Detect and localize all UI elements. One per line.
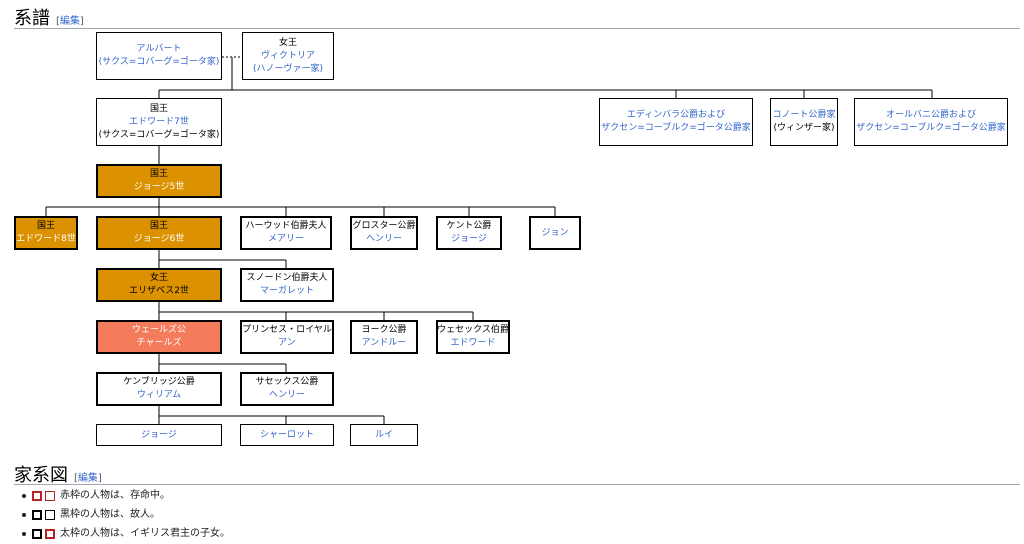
node-george-cambridge[interactable]: ジョージ [96, 424, 222, 446]
thin-red-box-icon [45, 490, 55, 501]
legend-list: 赤枠の人物は、存命中。 黒枠の人物は、故人。 太枠の人物は、イギリス君主の子女。 [22, 486, 230, 543]
section-heading-family-tree: 家系図 [編集] [14, 461, 102, 487]
node-mary[interactable]: ハーウッド伯爵夫人 メアリー [240, 216, 332, 250]
thin-black-box-icon [45, 509, 55, 520]
node-albany[interactable]: オールバニ公爵および ザクセン=コーブルク=ゴータ公爵家 [854, 98, 1008, 146]
node-john[interactable]: ジョン [529, 216, 581, 250]
edit-section-link[interactable]: [編集] [56, 16, 84, 27]
edit-link[interactable]: 編集 [77, 473, 98, 484]
thick-red-box-icon [32, 490, 42, 501]
legend-item-monarch-child: 太枠の人物は、イギリス君主の子女。 [22, 524, 230, 543]
node-albert[interactable]: アルバート (サクス=コバーグ=ゴータ家) [96, 32, 222, 80]
node-connaught[interactable]: コノート公爵家 (ウィンザー家) [770, 98, 838, 146]
bullet-icon [22, 531, 26, 536]
node-george-kent[interactable]: ケント公爵 ジョージ [436, 216, 502, 250]
legend-item-living: 赤枠の人物は、存命中。 [22, 486, 230, 505]
section-title: 家系図 [14, 465, 68, 486]
node-louis[interactable]: ルイ [350, 424, 418, 446]
bullet-icon [22, 512, 26, 517]
thick-red-box-icon [45, 528, 55, 539]
section-title: 系譜 [14, 8, 50, 29]
node-margaret[interactable]: スノードン伯爵夫人 マーガレット [240, 268, 334, 302]
legend-item-deceased: 黒枠の人物は、故人。 [22, 505, 230, 524]
thick-black-box-icon [32, 509, 42, 520]
node-edward8[interactable]: 国王 エドワード8世 [14, 216, 78, 250]
section-divider [14, 28, 1020, 29]
node-elizabeth2[interactable]: 女王 エリザベス2世 [96, 268, 222, 302]
node-henry-gloucester[interactable]: グロスター公爵 ヘンリー [350, 216, 418, 250]
thick-black-box-icon [32, 528, 42, 539]
tree-connector-lines [45, 56, 933, 424]
node-charles[interactable]: ウェールズ公 チャールズ [96, 320, 222, 354]
node-william[interactable]: ケンブリッジ公爵 ウィリアム [96, 372, 222, 406]
node-harry[interactable]: サセックス公爵 ヘンリー [240, 372, 334, 406]
section-heading-genealogy: 系譜 [編集] [14, 4, 84, 30]
node-victoria[interactable]: 女王 ヴィクトリア (ハノーヴァー家) [242, 32, 334, 80]
node-george6[interactable]: 国王 ジョージ6世 [96, 216, 222, 250]
bullet-icon [22, 493, 26, 498]
node-edinburgh[interactable]: エディンバラ公爵および ザクセン=コーブルク=ゴータ公爵家 [599, 98, 753, 146]
section-divider [14, 484, 1020, 485]
node-george5[interactable]: 国王 ジョージ5世 [96, 164, 222, 198]
edit-link[interactable]: 編集 [59, 16, 80, 27]
node-charlotte[interactable]: シャーロット [240, 424, 334, 446]
edit-section-link[interactable]: [編集] [74, 473, 102, 484]
node-andrew[interactable]: ヨーク公爵 アンドルー [350, 320, 418, 354]
node-edward-wessex[interactable]: ウェセックス伯爵 エドワード [436, 320, 510, 354]
node-anne[interactable]: プリンセス・ロイヤル アン [240, 320, 334, 354]
node-edward7[interactable]: 国王 エドワード7世 (サクス=コバーグ=ゴータ家) [96, 98, 222, 146]
